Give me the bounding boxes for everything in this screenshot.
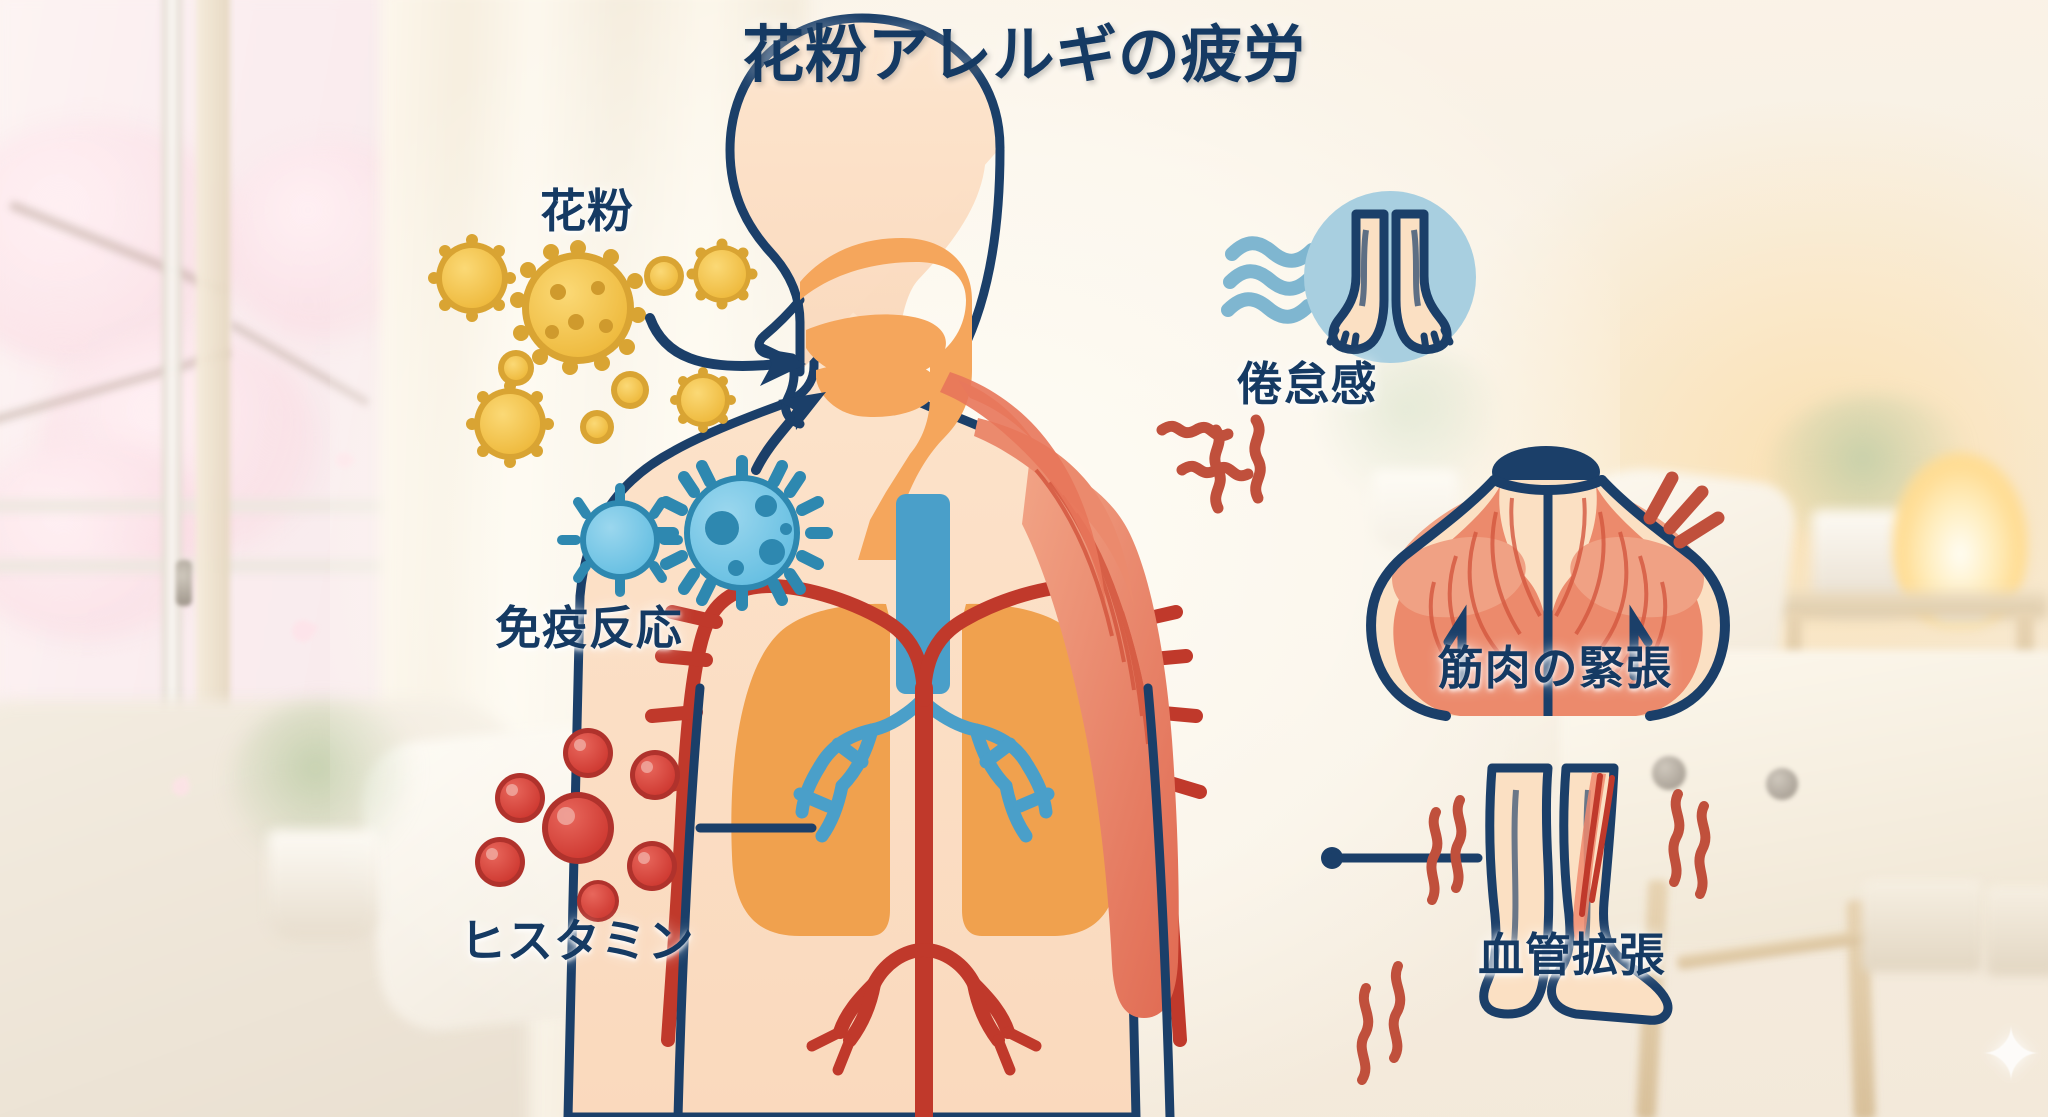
label-vasodilation: 血管拡張 bbox=[1478, 928, 1666, 982]
pollen-grain-icon bbox=[644, 256, 684, 296]
histamine-cluster bbox=[475, 728, 680, 922]
cherry-blossom-cluster bbox=[0, 440, 220, 640]
pollen-cluster bbox=[428, 234, 758, 468]
pollen-grain-icon bbox=[611, 371, 649, 409]
legs-icon bbox=[1479, 763, 1673, 1025]
pollen-to-nose-arrow-upper bbox=[645, 313, 806, 386]
bronchi bbox=[793, 683, 1055, 843]
label-immune-response: 免疫反応 bbox=[495, 601, 683, 655]
pollen-grain-icon bbox=[686, 238, 758, 310]
immune-cell-icon bbox=[651, 455, 833, 611]
label-muscle-tension: 筋肉の緊張 bbox=[1437, 641, 1673, 695]
side-table-top bbox=[1768, 592, 2048, 618]
histamine-molecule-icon bbox=[630, 750, 680, 800]
immune-cell-icon bbox=[557, 483, 683, 597]
table-knob bbox=[1652, 756, 1686, 790]
histamine-molecule-icon bbox=[577, 880, 619, 922]
shoulder-muscles bbox=[940, 372, 1179, 1018]
label-histamine: ヒスタミン bbox=[460, 914, 695, 968]
histamine-molecule-icon bbox=[542, 792, 614, 864]
pollen-grain-icon bbox=[428, 234, 516, 322]
pollen-to-nose-arrow-lower bbox=[751, 392, 826, 475]
nasal-passage bbox=[800, 238, 972, 560]
pollen-grain-icon bbox=[466, 380, 554, 468]
label-fatigue: 倦怠感 bbox=[1236, 357, 1378, 411]
immune-cells bbox=[557, 455, 833, 611]
pollen-grain-icon bbox=[670, 367, 736, 433]
back-muscles-icon bbox=[1366, 446, 1730, 721]
storage-basket bbox=[1986, 886, 2048, 976]
feet-icon bbox=[1304, 191, 1476, 363]
histamine-molecule-icon bbox=[475, 837, 525, 887]
door-frame bbox=[162, 0, 182, 850]
pain-squiggle-icon bbox=[1156, 414, 1266, 514]
door-handle bbox=[176, 560, 192, 606]
histamine-molecule-icon bbox=[563, 728, 613, 778]
storage-basket bbox=[1862, 880, 1982, 972]
histamine-molecule-icon bbox=[495, 773, 545, 823]
histamine-molecule-icon bbox=[627, 841, 677, 891]
wavy-lines-icon bbox=[1221, 236, 1319, 324]
page-title: 花粉アレルギの疲労 bbox=[742, 18, 1306, 91]
pain-burst-icon bbox=[1643, 471, 1725, 549]
pollen-grain-icon bbox=[498, 350, 534, 386]
pollen-grain-icon bbox=[510, 240, 646, 375]
arm-outline bbox=[673, 683, 1175, 1117]
label-pollen: 花粉 bbox=[540, 184, 634, 238]
heat-squiggle-icon bbox=[1356, 789, 1711, 1085]
sparkle-icon: ✦ bbox=[1980, 1012, 2043, 1098]
table-knob bbox=[1766, 768, 1798, 800]
pollen-grain-icon bbox=[580, 410, 614, 444]
